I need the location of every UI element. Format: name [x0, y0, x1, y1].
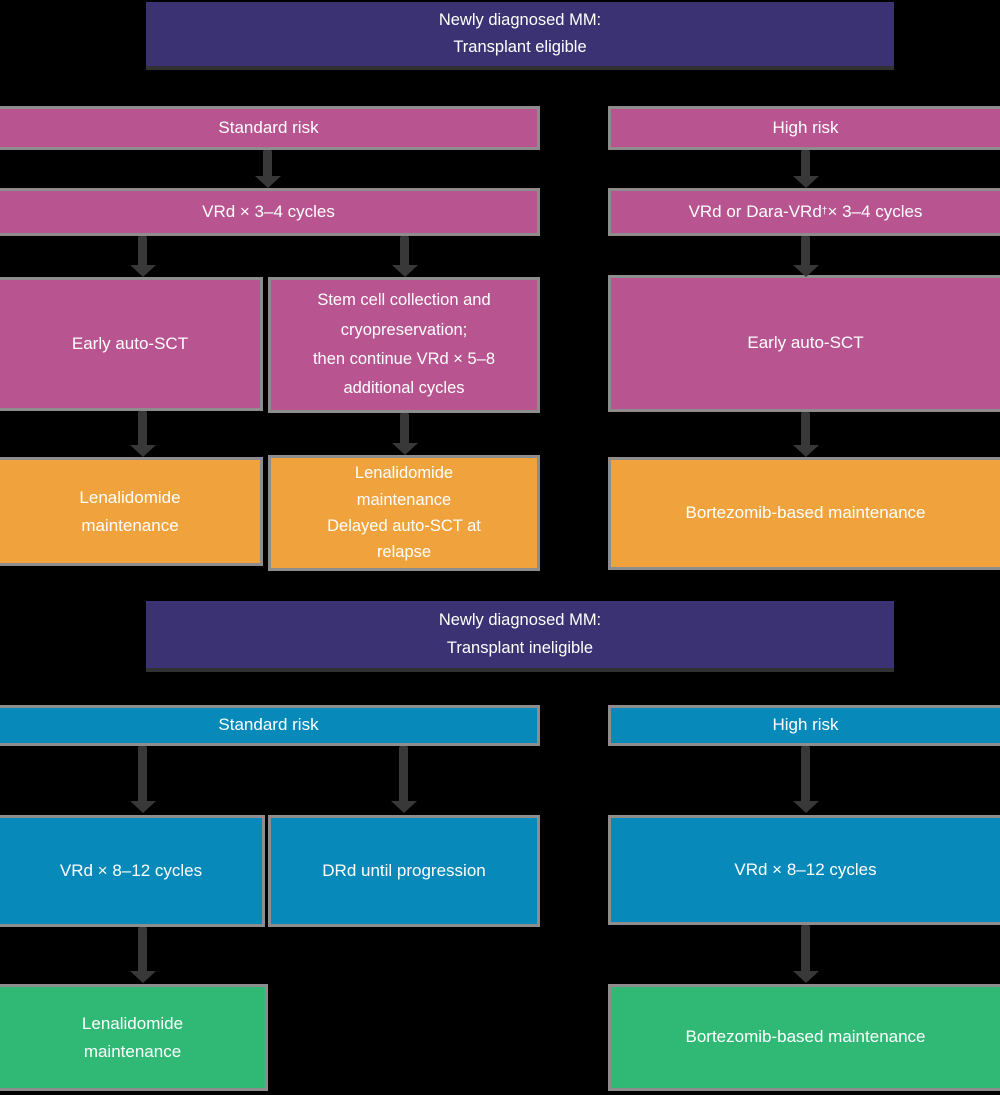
node-vrd-8-12-high: VRd × 8–12 cycles: [608, 815, 1000, 925]
arrow-head-icon: [793, 265, 819, 277]
arrow-shaft: [399, 746, 408, 804]
arrow-head-icon: [391, 801, 417, 813]
arrow-head-icon: [130, 445, 156, 457]
flow-arrow: [130, 927, 156, 983]
arrow-head-icon: [255, 176, 281, 188]
flow-arrow: [255, 150, 281, 188]
node-early-auto-sct-high: Early auto-SCT: [608, 275, 1000, 412]
node-ineligible-high-risk: High risk: [608, 705, 1000, 746]
node-lenalidomide-maintenance-eligible: Lenalidomide maintenance: [0, 457, 263, 566]
flow-arrow: [392, 236, 418, 277]
arrow-shaft: [400, 236, 409, 268]
section-title-transplant-ineligible: Newly diagnosed MM: Transplant ineligibl…: [146, 601, 894, 672]
flow-arrow: [392, 413, 418, 455]
arrow-head-icon: [793, 971, 819, 983]
flow-arrow: [793, 412, 819, 457]
flow-arrow: [793, 925, 819, 983]
induction-high-text-suffix: × 3–4 cycles: [827, 201, 923, 221]
node-vrd-8-12-standard: VRd × 8–12 cycles: [0, 815, 265, 927]
arrow-head-icon: [130, 971, 156, 983]
flow-arrow: [130, 236, 156, 277]
arrow-shaft: [138, 236, 147, 268]
induction-high-text: VRd or Dara-VRd: [688, 201, 822, 221]
arrow-head-icon: [130, 265, 156, 277]
arrow-shaft: [138, 927, 147, 974]
arrow-shaft: [138, 411, 147, 448]
node-eligible-standard-risk: Standard risk: [0, 106, 540, 150]
arrow-head-icon: [793, 176, 819, 188]
node-bortezomib-maintenance-ineligible: Bortezomib-based maintenance: [608, 984, 1000, 1091]
node-stem-cell-collection: Stem cell collection and cryopreservatio…: [268, 277, 540, 413]
arrow-shaft: [801, 412, 810, 448]
arrow-head-icon: [392, 265, 418, 277]
arrow-shaft: [138, 746, 147, 804]
arrow-shaft: [400, 413, 409, 446]
flow-arrow: [793, 150, 819, 188]
node-eligible-induction-standard: VRd × 3–4 cycles: [0, 188, 540, 236]
arrow-shaft: [263, 150, 272, 179]
arrow-head-icon: [392, 443, 418, 455]
section-title-transplant-eligible: Newly diagnosed MM: Transplant eligible: [146, 2, 894, 70]
node-drd-until-progression: DRd until progression: [268, 815, 540, 927]
node-early-auto-sct-standard: Early auto-SCT: [0, 277, 263, 411]
node-eligible-induction-high: VRd or Dara-VRd† × 3–4 cycles: [608, 188, 1000, 236]
node-ineligible-standard-risk: Standard risk: [0, 705, 540, 746]
arrow-shaft: [801, 925, 810, 974]
node-lenalidomide-maintenance-ineligible: Lenalidomide maintenance: [0, 984, 268, 1091]
flow-arrow: [793, 236, 819, 277]
node-bortezomib-maintenance-eligible: Bortezomib-based maintenance: [608, 457, 1000, 570]
arrow-shaft: [801, 236, 810, 268]
arrow-head-icon: [130, 801, 156, 813]
node-lenalidomide-maintenance-delayed-sct: Lenalidomide maintenance Delayed auto-SC…: [268, 455, 540, 571]
arrow-shaft: [801, 746, 810, 804]
arrow-head-icon: [793, 801, 819, 813]
flow-arrow: [391, 746, 417, 813]
arrow-head-icon: [793, 445, 819, 457]
node-eligible-high-risk: High risk: [608, 106, 1000, 150]
flow-arrow: [130, 411, 156, 457]
flow-arrow: [793, 746, 819, 813]
arrow-shaft: [801, 150, 810, 179]
flow-arrow: [130, 746, 156, 813]
